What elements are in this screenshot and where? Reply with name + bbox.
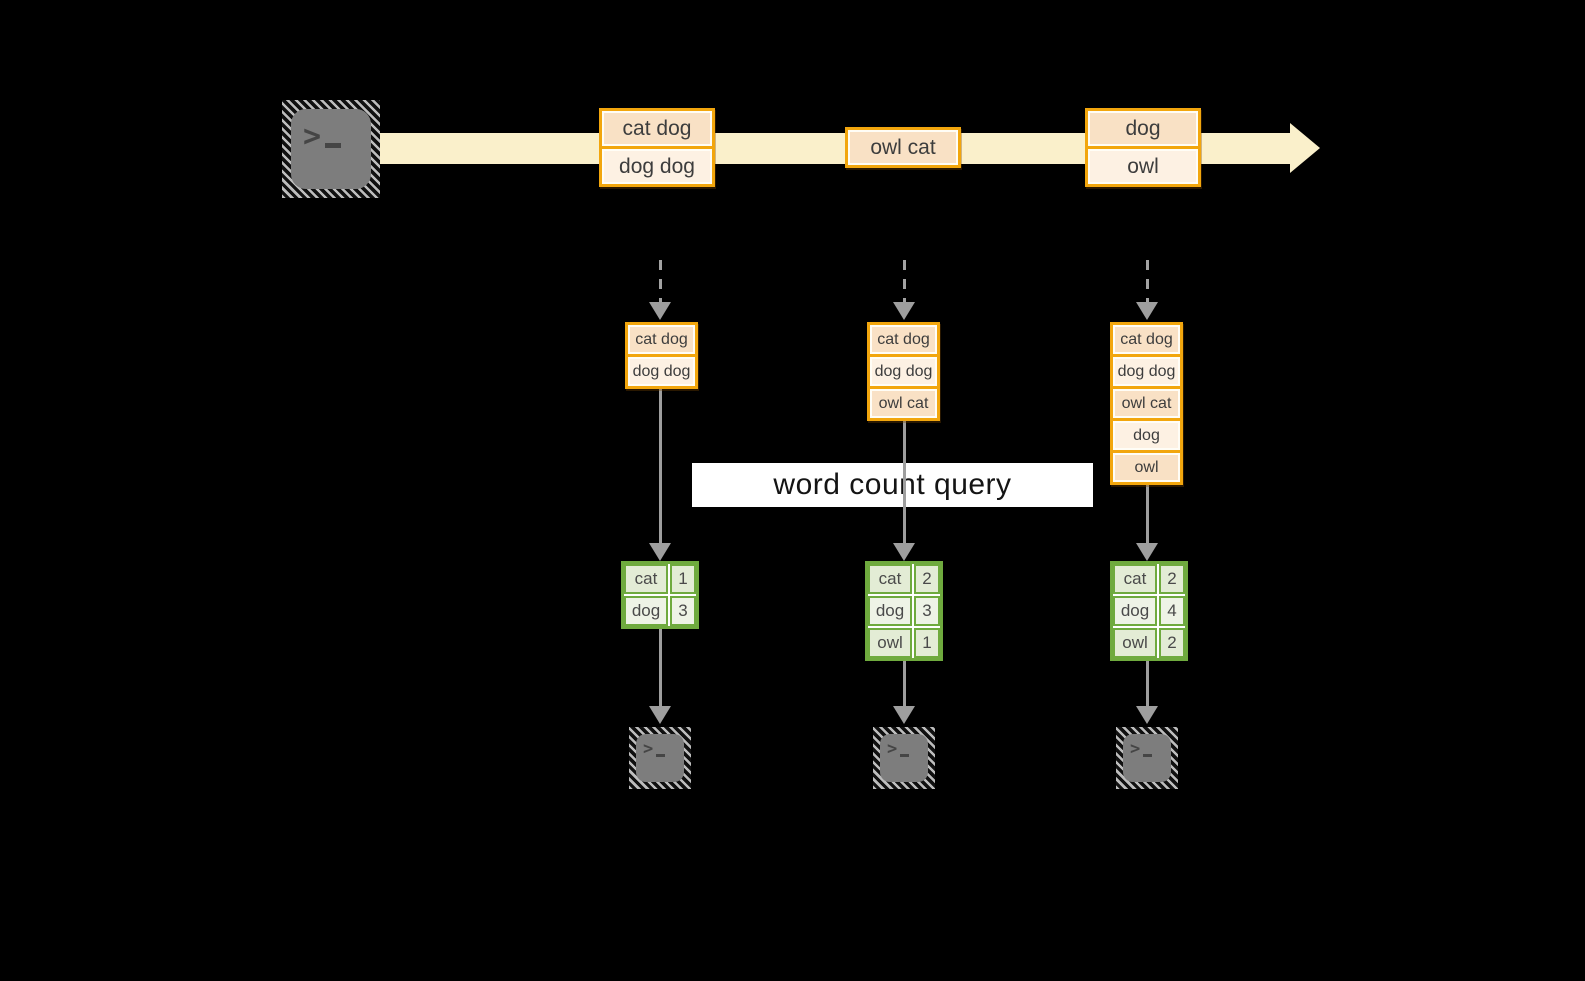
- terminal-screen: >: [1123, 734, 1171, 782]
- count-cell: 3: [914, 596, 940, 626]
- connector-line: [1145, 481, 1149, 543]
- source-terminal-icon: >: [282, 100, 380, 198]
- buffered-event-label: owl cat: [1113, 389, 1180, 418]
- buffered-event-label: owl cat: [870, 389, 937, 418]
- query-label: word count query: [773, 468, 1012, 501]
- prompt-chevron: >: [887, 739, 898, 759]
- ingest-dashed-line: [658, 260, 662, 302]
- count-cell: 1: [914, 628, 940, 658]
- connector-line: [658, 388, 662, 543]
- connector-line: [1145, 661, 1149, 706]
- down-arrowhead-icon: [893, 543, 915, 561]
- stream-event-label: dog dog: [602, 149, 712, 184]
- word-cell: dog: [868, 596, 912, 626]
- word-cell: cat: [868, 564, 912, 594]
- prompt-underscore: [656, 753, 666, 757]
- buffered-event-label: dog dog: [1113, 357, 1180, 386]
- word-cell: owl: [868, 628, 912, 658]
- sink-terminal-icon: >: [1116, 727, 1178, 789]
- buffered-event-label: dog: [1113, 421, 1180, 450]
- event-buffer-box: cat dog dog dog: [625, 322, 698, 389]
- buffered-event-label: dog dog: [870, 357, 937, 386]
- count-cell: 1: [670, 564, 696, 594]
- stream-event-box: owl cat: [845, 127, 961, 168]
- connector-line: [902, 419, 906, 543]
- down-arrowhead-icon: [649, 543, 671, 561]
- prompt-chevron: >: [303, 119, 322, 154]
- count-cell: 2: [1159, 628, 1185, 658]
- count-cell: 2: [914, 564, 940, 594]
- sink-terminal-icon: >: [873, 727, 935, 789]
- prompt-underscore: [1143, 753, 1153, 757]
- terminal-prompt-icon: >: [887, 739, 910, 759]
- prompt-underscore: [325, 143, 342, 148]
- buffered-event-label: cat dog: [1113, 325, 1180, 354]
- stream-arrowhead-icon: [1290, 123, 1320, 173]
- down-arrowhead-icon: [649, 302, 671, 320]
- word-count-table: cat 2 dog 3 owl 1: [865, 561, 943, 661]
- stream-event-box: cat dog dog dog: [599, 108, 715, 187]
- event-buffer-box: cat dog dog dog owl cat dog owl: [1110, 322, 1183, 485]
- terminal-prompt-icon: >: [643, 739, 666, 759]
- stream-event-label: dog: [1088, 111, 1198, 146]
- ingest-dashed-line: [902, 260, 906, 302]
- down-arrowhead-icon: [1136, 706, 1158, 724]
- sink-terminal-icon: >: [629, 727, 691, 789]
- buffered-event-label: cat dog: [870, 325, 937, 354]
- buffered-event-label: dog dog: [628, 357, 695, 386]
- count-cell: 3: [670, 596, 696, 626]
- stream-event-label: cat dog: [602, 111, 712, 146]
- query-banner: word count query: [692, 463, 1093, 507]
- word-cell: owl: [1113, 628, 1157, 658]
- ingest-dashed-line: [1145, 260, 1149, 302]
- terminal-screen: >: [636, 734, 684, 782]
- terminal-prompt-icon: >: [1130, 739, 1153, 759]
- down-arrowhead-icon: [893, 706, 915, 724]
- down-arrowhead-icon: [1136, 543, 1158, 561]
- down-arrowhead-icon: [649, 706, 671, 724]
- buffered-event-label: cat dog: [628, 325, 695, 354]
- word-count-table: cat 2 dog 4 owl 2: [1110, 561, 1188, 661]
- prompt-underscore: [900, 753, 910, 757]
- word-cell: dog: [1113, 596, 1157, 626]
- word-cell: cat: [1113, 564, 1157, 594]
- terminal-screen: >: [880, 734, 928, 782]
- prompt-chevron: >: [1130, 739, 1141, 759]
- count-cell: 4: [1159, 596, 1185, 626]
- stream-event-label: owl: [1088, 149, 1198, 184]
- down-arrowhead-icon: [1136, 302, 1158, 320]
- buffered-event-label: owl: [1113, 453, 1180, 482]
- prompt-chevron: >: [643, 739, 654, 759]
- word-cell: dog: [624, 596, 668, 626]
- connector-line: [902, 661, 906, 706]
- word-cell: cat: [624, 564, 668, 594]
- word-count-table: cat 1 dog 3: [621, 561, 699, 629]
- event-buffer-box: cat dog dog dog owl cat: [867, 322, 940, 421]
- terminal-screen: >: [291, 109, 371, 189]
- stream-event-label: owl cat: [848, 130, 958, 165]
- terminal-prompt-icon: >: [303, 119, 342, 154]
- count-cell: 2: [1159, 564, 1185, 594]
- down-arrowhead-icon: [893, 302, 915, 320]
- connector-line: [658, 629, 662, 706]
- stream-event-box: dog owl: [1085, 108, 1201, 187]
